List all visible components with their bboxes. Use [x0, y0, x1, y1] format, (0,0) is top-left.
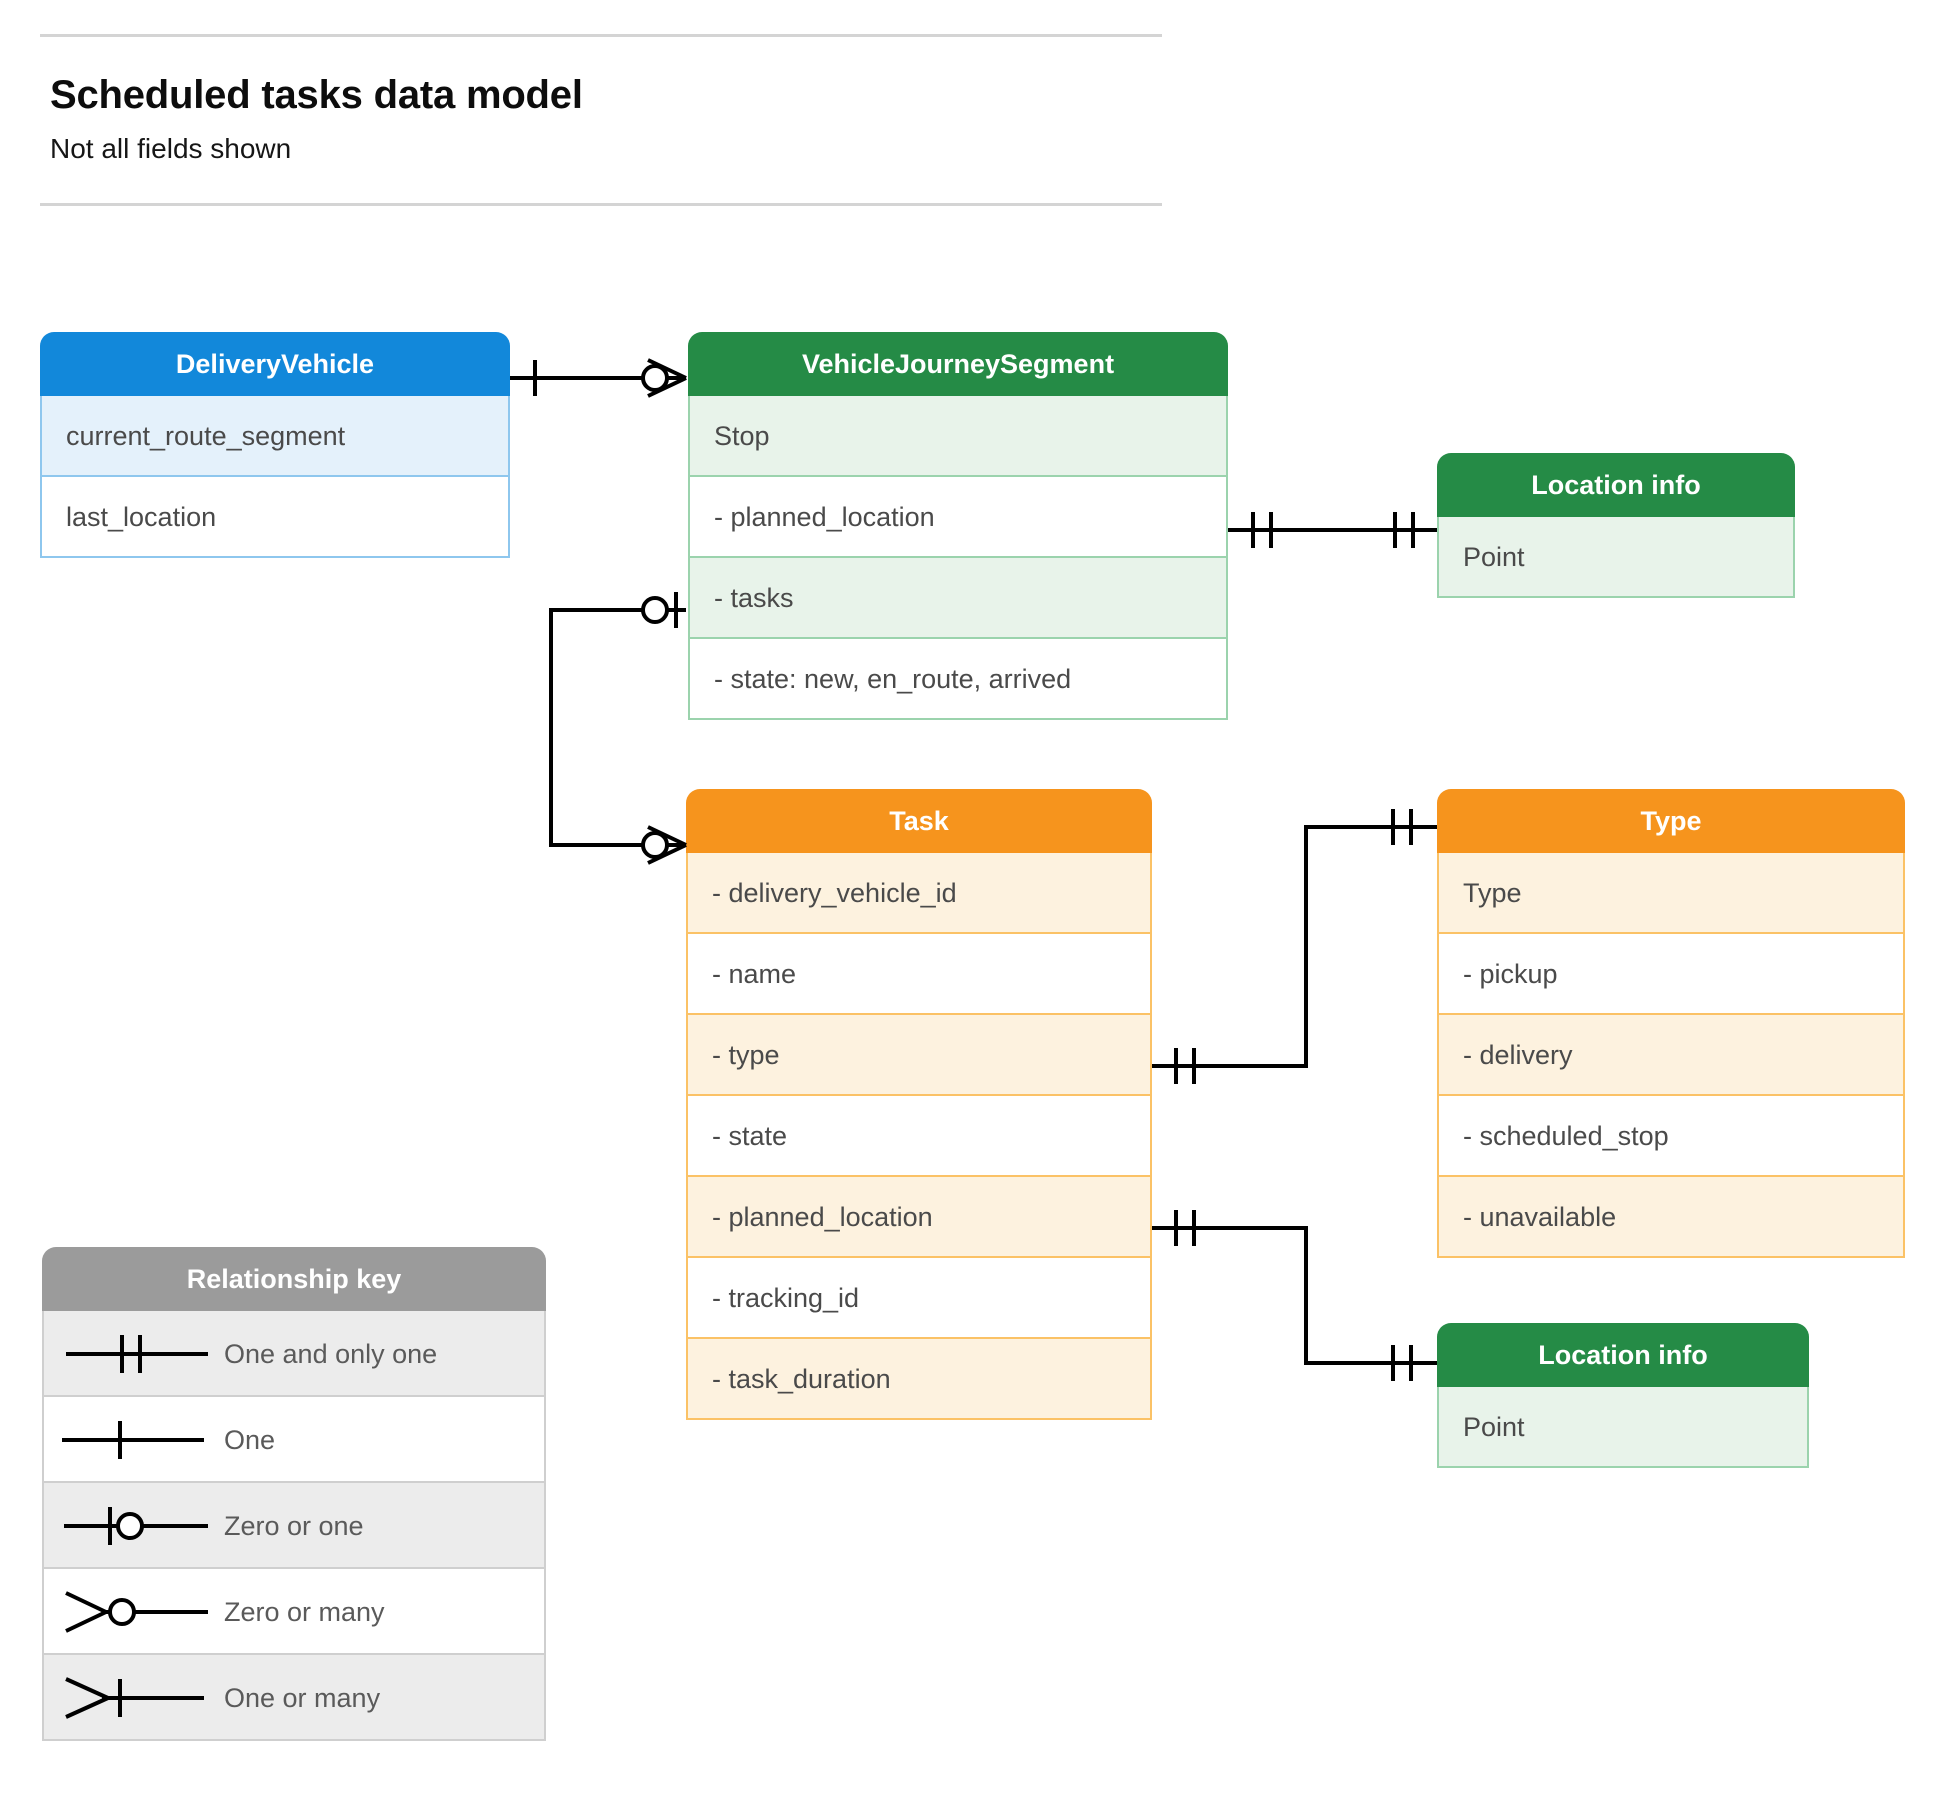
field-task-tracking-id: - tracking_id	[686, 1258, 1152, 1339]
field-task-duration: - task_duration	[686, 1339, 1152, 1420]
field-vjs-tasks: - tasks	[688, 558, 1228, 639]
field-delivery-vehicle-id: - delivery_vehicle_id	[686, 853, 1152, 934]
field-task-type: - type	[686, 1015, 1152, 1096]
key-label-zero-or-many: Zero or many	[224, 1597, 385, 1627]
entity-title-delivery-vehicle: DeliveryVehicle	[40, 332, 510, 396]
entity-delivery-vehicle[interactable]: DeliveryVehicle current_route_segment la…	[40, 332, 510, 558]
page-title: Scheduled tasks data model	[50, 73, 583, 117]
entity-title-type: Type	[1437, 789, 1905, 853]
entity-vehicle-journey-segment[interactable]: VehicleJourneySegment Stop - planned_loc…	[688, 332, 1228, 720]
entity-type[interactable]: Type Type - pickup - delivery - schedule…	[1437, 789, 1905, 1258]
key-label-one-or-many: One or many	[224, 1683, 381, 1713]
one-and-only-one-icon	[66, 1335, 208, 1373]
field-task-planned-location: - planned_location	[686, 1177, 1152, 1258]
key-item-one-and-only-one: One and only one	[42, 1311, 546, 1397]
key-item-one-or-many: One or many	[42, 1655, 546, 1741]
key-item-one: One	[42, 1397, 546, 1483]
entity-location-info-top[interactable]: Location info Point	[1437, 453, 1795, 598]
field-type-unavailable: - unavailable	[1437, 1177, 1905, 1258]
connector-task-plannedlocation-to-locationinfo-bottom	[1152, 1210, 1437, 1381]
field-last-location: last_location	[40, 477, 510, 558]
connector-vjs-plannedlocation-to-locationinfo-top	[1228, 512, 1437, 548]
field-type-pickup: - pickup	[1437, 934, 1905, 1015]
field-current-route-segment: current_route_segment	[40, 396, 510, 477]
zero-or-one-icon	[64, 1507, 208, 1545]
field-type-delivery: - delivery	[1437, 1015, 1905, 1096]
entity-title-vehicle-journey-segment: VehicleJourneySegment	[688, 332, 1228, 396]
field-location-point-bottom: Point	[1437, 1387, 1809, 1468]
field-type-header: Type	[1437, 853, 1905, 934]
field-location-point-top: Point	[1437, 517, 1795, 598]
header-divider-top	[40, 34, 1162, 37]
header-divider-bottom	[40, 203, 1162, 206]
one-icon	[62, 1421, 204, 1459]
entity-title-task: Task	[686, 789, 1152, 853]
key-item-zero-or-one: Zero or one	[42, 1483, 546, 1569]
connector-task-type-to-type	[1152, 809, 1437, 1084]
one-or-many-icon	[65, 1677, 204, 1719]
key-label-one-and-only-one: One and only one	[224, 1339, 438, 1369]
field-task-state: - state	[686, 1096, 1152, 1177]
relationship-key-title: Relationship key	[42, 1247, 546, 1311]
key-label-one: One	[224, 1425, 276, 1455]
entity-task[interactable]: Task - delivery_vehicle_id - name - type…	[686, 789, 1152, 1420]
entity-title-location-info-top: Location info	[1437, 453, 1795, 517]
connector-vjs-tasks-to-task	[549, 592, 687, 865]
entity-title-location-info-bottom: Location info	[1437, 1323, 1809, 1387]
field-stop: Stop	[688, 396, 1228, 477]
key-label-zero-or-one: Zero or one	[224, 1511, 364, 1541]
zero-or-many-icon	[65, 1591, 208, 1633]
key-item-zero-or-many: Zero or many	[42, 1569, 546, 1655]
field-type-scheduled-stop: - scheduled_stop	[1437, 1096, 1905, 1177]
entity-location-info-bottom[interactable]: Location info Point	[1437, 1323, 1809, 1468]
page-subtitle: Not all fields shown	[50, 133, 292, 164]
field-vjs-state: - state: new, en_route, arrived	[688, 639, 1228, 720]
connector-deliveryvehicle-to-vjs	[510, 358, 687, 398]
relationship-key-panel: Relationship key One and only one One Ze	[42, 1247, 546, 1741]
field-task-name: - name	[686, 934, 1152, 1015]
field-vjs-planned-location: - planned_location	[688, 477, 1228, 558]
